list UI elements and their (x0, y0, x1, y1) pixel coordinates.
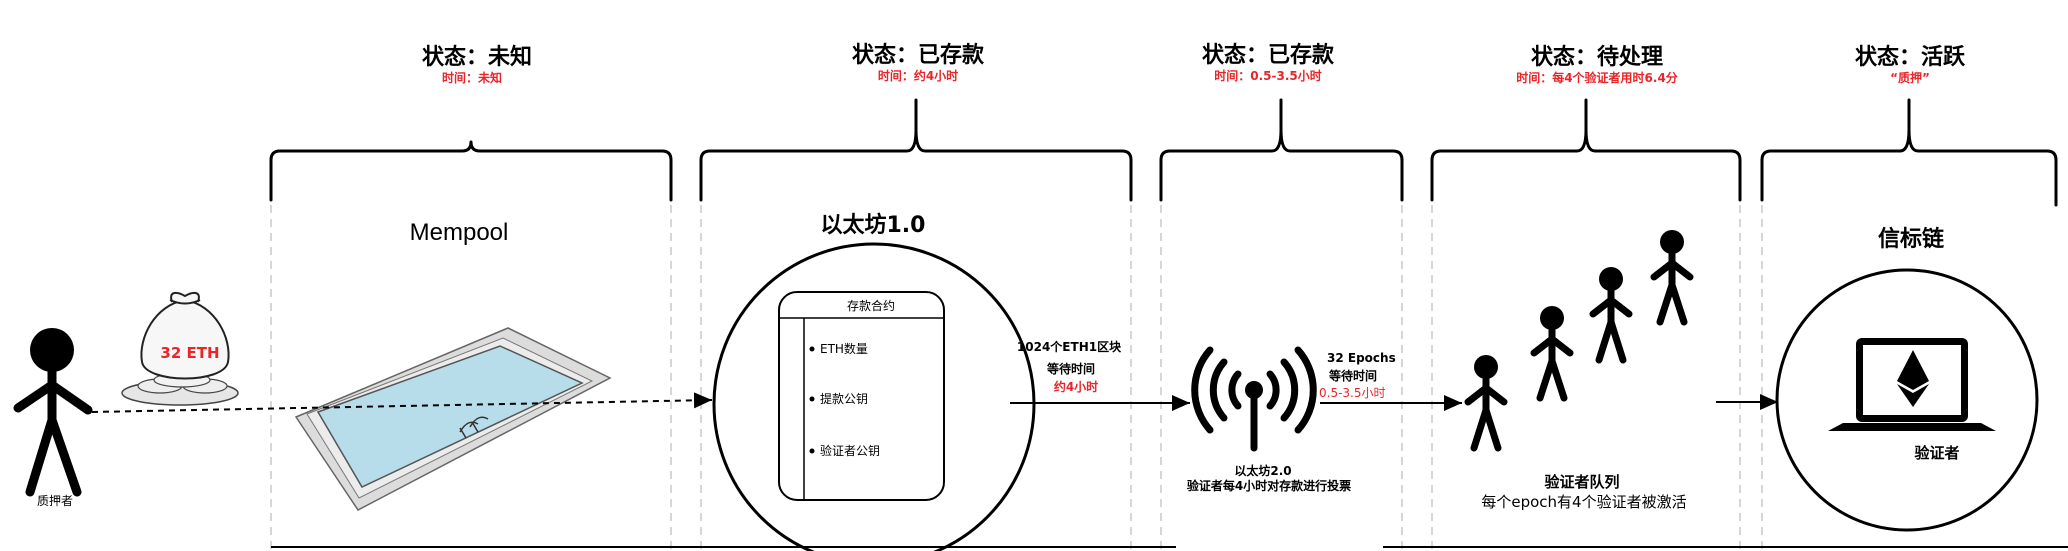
eth2-subtitle: 验证者每4小时对存款进行投票 (1187, 478, 1351, 493)
beacon-title: 信标链 (1878, 226, 1944, 252)
brace-stage-4 (1430, 98, 1742, 202)
stage-3-time: 时间：0.5-3.5小时 (1214, 68, 1322, 83)
brace-stage-3 (1159, 98, 1404, 202)
queue-figure-icon (1589, 267, 1633, 364)
arrow2-epochs: 32 Epochs (1327, 351, 1396, 365)
stage-2-time: 时间：约4小时 (878, 68, 958, 83)
stage-1-time: 时间：未知 (442, 70, 502, 85)
stage-1-state: 状态：未知 (422, 44, 532, 70)
queue-figure-icon (1530, 306, 1574, 402)
swimming-pool-icon (294, 327, 612, 511)
arrow1-blocks: 1024个ETH1区块 (1017, 339, 1122, 354)
arrow1-wait: 等待时间 (1046, 361, 1095, 376)
contract-item-eth-amount: ETH数量 (820, 341, 868, 356)
mempool-title: Mempool (410, 219, 509, 246)
stage-5-state: 状态：活跃 (1855, 44, 1966, 70)
deposit-contract-box (778, 291, 945, 501)
staker-label: 质押者 (37, 494, 73, 508)
queue-title: 验证者队列 (1544, 473, 1619, 491)
stage-2-state: 状态：已存款 (852, 42, 985, 68)
column-guides (270, 205, 1763, 551)
eth-bag-icon (121, 291, 239, 406)
stage-5-time: “质押” (1890, 70, 1930, 85)
deposit-contract-title: 存款合约 (847, 298, 895, 313)
stage-3-state: 状态：已存款 (1202, 42, 1335, 68)
arrow2-wait: 等待时间 (1328, 368, 1377, 383)
queue-figure-icon (1650, 230, 1694, 326)
brace-stage-2 (699, 98, 1133, 202)
arrow1-duration: 约4小时 (1054, 379, 1098, 394)
queue-figure-icon (1464, 355, 1508, 452)
brace-stage-1 (269, 140, 673, 202)
eth1-title: 以太坊1.0 (821, 212, 926, 238)
antenna-icon (1191, 346, 1317, 452)
contract-item-withdraw-key: 提款公钥 (820, 391, 868, 406)
ethereum-logo-icon (1897, 350, 1929, 407)
stage-4-time: 时间：每4个验证者用时6.4分 (1516, 70, 1678, 85)
contract-item-validator-key: 验证者公钥 (820, 443, 880, 458)
staker-figure-icon (13, 328, 93, 497)
beacon-circle (1775, 268, 2039, 532)
eth2-title: 以太坊2.0 (1234, 463, 1291, 478)
bag-label: 32 ETH (160, 344, 219, 362)
stage-4-state: 状态：待处理 (1531, 44, 1663, 70)
deposit-dashed-arrow (91, 392, 713, 413)
arrow2-duration: 0.5-3.5小时 (1319, 386, 1386, 400)
laptop-icon (1828, 338, 1996, 431)
queue-subtitle: 每个epoch有4个验证者被激活 (1481, 493, 1686, 511)
brace-stage-5 (1760, 98, 2058, 207)
validator-label: 验证者 (1914, 444, 1959, 462)
